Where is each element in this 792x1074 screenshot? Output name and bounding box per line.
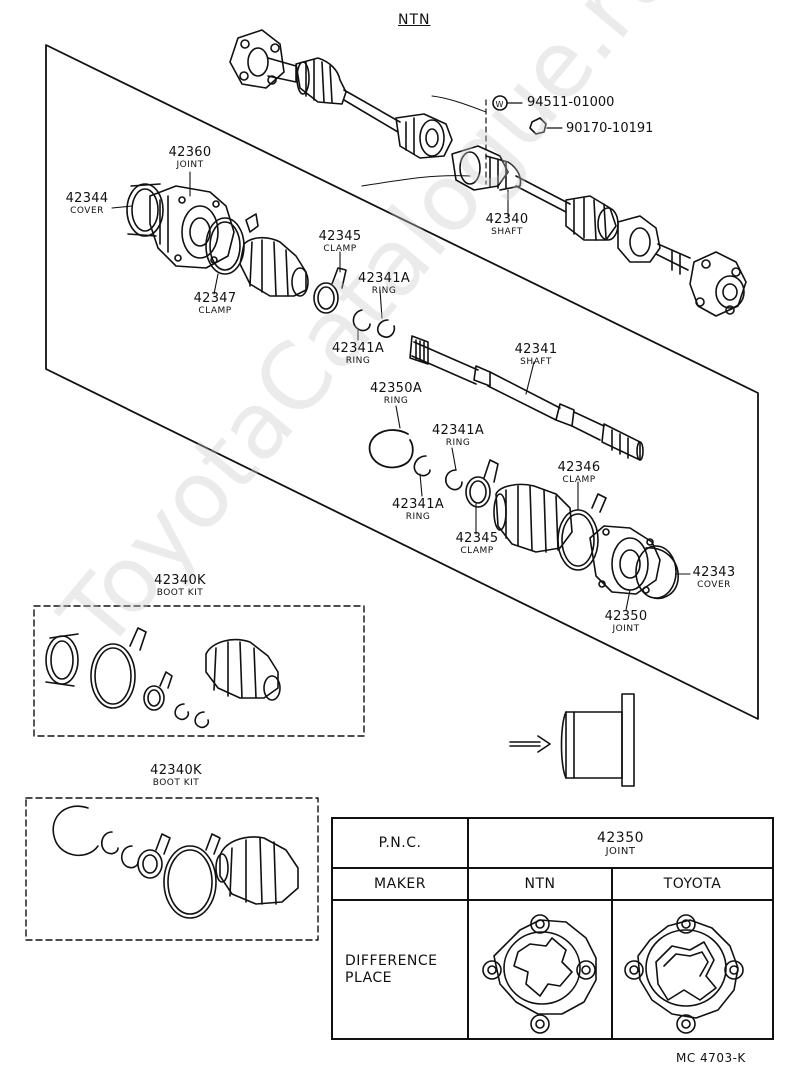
clamp-42347 <box>205 217 245 275</box>
shaft-body-assembled <box>343 89 401 133</box>
boot-kit-2-frame <box>25 797 319 941</box>
svg-text:W: W <box>496 100 504 109</box>
maker-toyota: TOYOTA <box>611 867 774 901</box>
inner-joint-housing-assembled <box>395 113 453 159</box>
inner-boot-assembled <box>295 57 347 105</box>
joint-42360 <box>149 185 235 269</box>
detail-arrow <box>509 735 551 753</box>
ring-42350A <box>368 429 414 469</box>
ring-42341A-a <box>352 309 371 332</box>
shaft-42341 <box>409 335 644 461</box>
clamp-42346 <box>557 493 607 571</box>
ring-42341A-d <box>444 469 463 491</box>
outer-boot-assembled <box>565 195 619 241</box>
diagram-code: MC 4703-K <box>676 1051 746 1065</box>
joint-42350 <box>589 525 661 595</box>
outboard-flange <box>689 251 747 317</box>
part-94511: 94511-01000 <box>527 95 615 110</box>
nut-icon <box>529 117 547 135</box>
ring-42341A-b <box>376 319 396 338</box>
cover-42343 <box>635 545 679 600</box>
clamp-42345-lower <box>465 459 499 508</box>
toyota-joint-cell <box>611 899 774 1040</box>
cover-42344 <box>126 183 164 237</box>
assembled-drive-shaft: W <box>229 29 747 317</box>
exploded-view-frame <box>45 44 759 720</box>
inboard-flange <box>229 29 297 89</box>
boot-kit-1-parts <box>45 627 281 729</box>
maker-header: MAKER <box>331 867 469 901</box>
joint-detail-view <box>560 693 635 787</box>
leader-lines <box>111 171 691 611</box>
outer-joint-housing-assembled <box>451 145 522 191</box>
clamp-42345-upper <box>313 267 347 314</box>
boot-outer <box>493 483 573 553</box>
maker-ntn-top: NTN <box>398 12 431 28</box>
ring-42341A-c <box>413 455 431 477</box>
shaft-body-assembled-2 <box>515 175 571 213</box>
boot-kit-1-frame <box>33 605 365 737</box>
pnc-header: P.N.C. <box>331 817 469 869</box>
boot-kit-2-parts <box>52 805 299 919</box>
boot-inner <box>239 213 309 297</box>
outer-joint-assembled <box>617 215 691 275</box>
maker-ntn: NTN <box>467 867 613 901</box>
ntn-joint-cell <box>467 899 613 1040</box>
part-90170: 90170-10191 <box>566 121 654 136</box>
